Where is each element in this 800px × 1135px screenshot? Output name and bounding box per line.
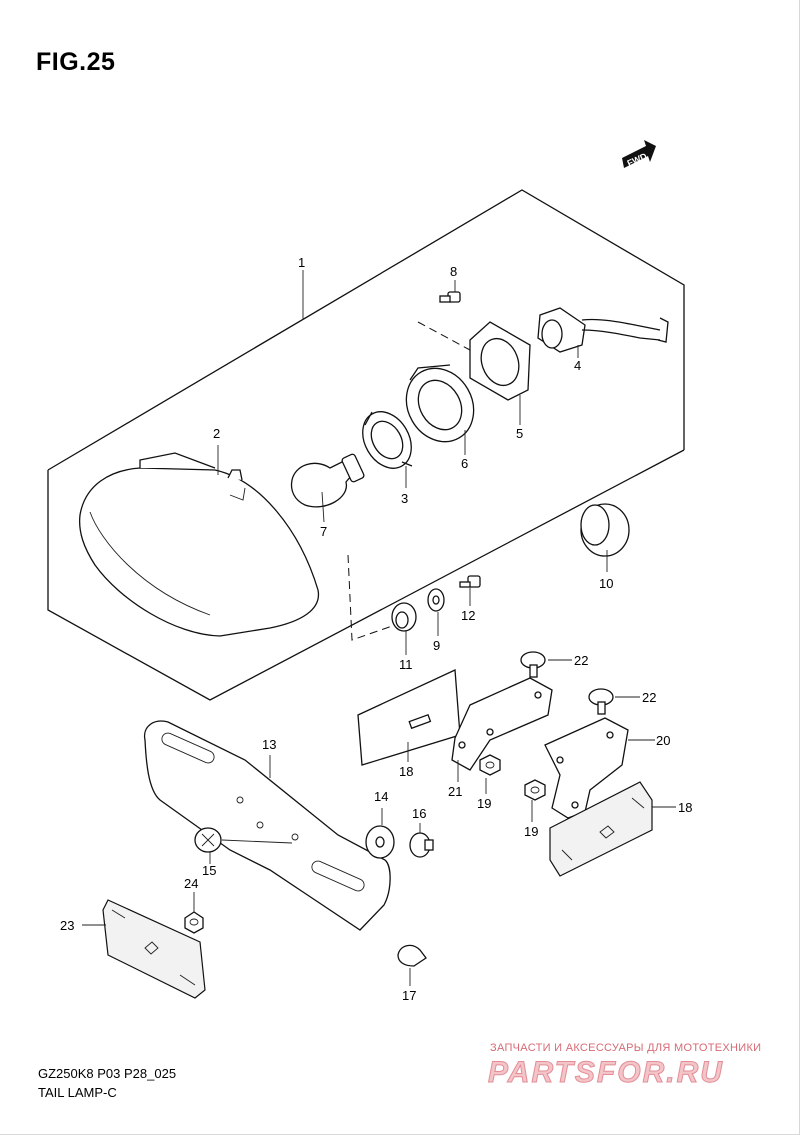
callout-12: 12: [461, 608, 475, 623]
callout-20: 20: [656, 733, 670, 748]
nut-24: [184, 892, 204, 934]
washer-14: [365, 808, 395, 859]
tail-lamp-lens: [78, 445, 320, 637]
assembly-boundary-lower: [47, 449, 685, 701]
callout-4: 4: [574, 358, 581, 373]
bolt-22a: [520, 651, 572, 678]
callout-5: 5: [516, 426, 523, 441]
gasket-plate: [469, 321, 531, 425]
socket-wire: [537, 307, 669, 358]
callout-1: 1: [298, 255, 305, 270]
callout-23: 23: [60, 918, 74, 933]
callout-21: 21: [448, 784, 462, 799]
nut-19b: [524, 779, 546, 822]
callout-22-lower: 22: [642, 690, 656, 705]
callout-18-right: 18: [678, 800, 692, 815]
callout-16: 16: [412, 806, 426, 821]
callout-6: 6: [461, 456, 468, 471]
screw-15: [194, 827, 293, 864]
bolt-12: [459, 575, 481, 606]
callout-8: 8: [450, 264, 457, 279]
fwd-arrow-icon: FWD: [622, 140, 656, 168]
reflector-23: [82, 899, 206, 999]
nut-16: [409, 823, 434, 858]
callout-19-right: 19: [524, 824, 538, 839]
bolt-22b: [588, 688, 640, 715]
callout-14: 14: [374, 789, 388, 804]
callout-7: 7: [320, 524, 327, 539]
diagram-name: TAIL LAMP-C: [38, 1085, 117, 1100]
callout-22-top: 22: [574, 653, 588, 668]
callout-19-left: 19: [477, 796, 491, 811]
reflector-right: [549, 781, 676, 877]
license-bracket-13: [143, 720, 391, 931]
callout-24: 24: [184, 876, 198, 891]
retaining-ring: [362, 411, 413, 488]
callout-2: 2: [213, 426, 220, 441]
callout-9: 9: [433, 638, 440, 653]
assembly-boundary: [47, 189, 685, 471]
screw-8: [417, 280, 471, 351]
figure-title: FIG.25: [36, 48, 116, 76]
reflector-plate-left: [357, 669, 461, 766]
clip-17: [397, 944, 427, 986]
callout-10: 10: [599, 576, 613, 591]
model-code: GZ250K8 P03 P28_025: [38, 1066, 177, 1081]
callout-17: 17: [402, 988, 416, 1003]
callout-18-left: 18: [399, 764, 413, 779]
watermark-logo: PARTSFOR.RU: [488, 1056, 724, 1090]
callout-13: 13: [262, 737, 276, 752]
watermark-tagline: ЗАПЧАСТИ И АКСЕССУАРЫ ДЛЯ МОТОТЕХНИКИ: [490, 1042, 762, 1054]
nut-19a: [479, 754, 501, 794]
callout-11: 11: [399, 657, 413, 672]
grommet-11: [347, 554, 417, 655]
bracket-21: [451, 677, 553, 782]
bracket-20: [544, 717, 655, 819]
fwd-label: FWD: [626, 151, 649, 169]
bulb: [290, 453, 365, 523]
callout-3: 3: [401, 491, 408, 506]
socket-ring: [405, 364, 475, 455]
callout-15: 15: [202, 863, 216, 878]
grommet-10: [580, 503, 630, 572]
washer-9: [427, 588, 445, 636]
